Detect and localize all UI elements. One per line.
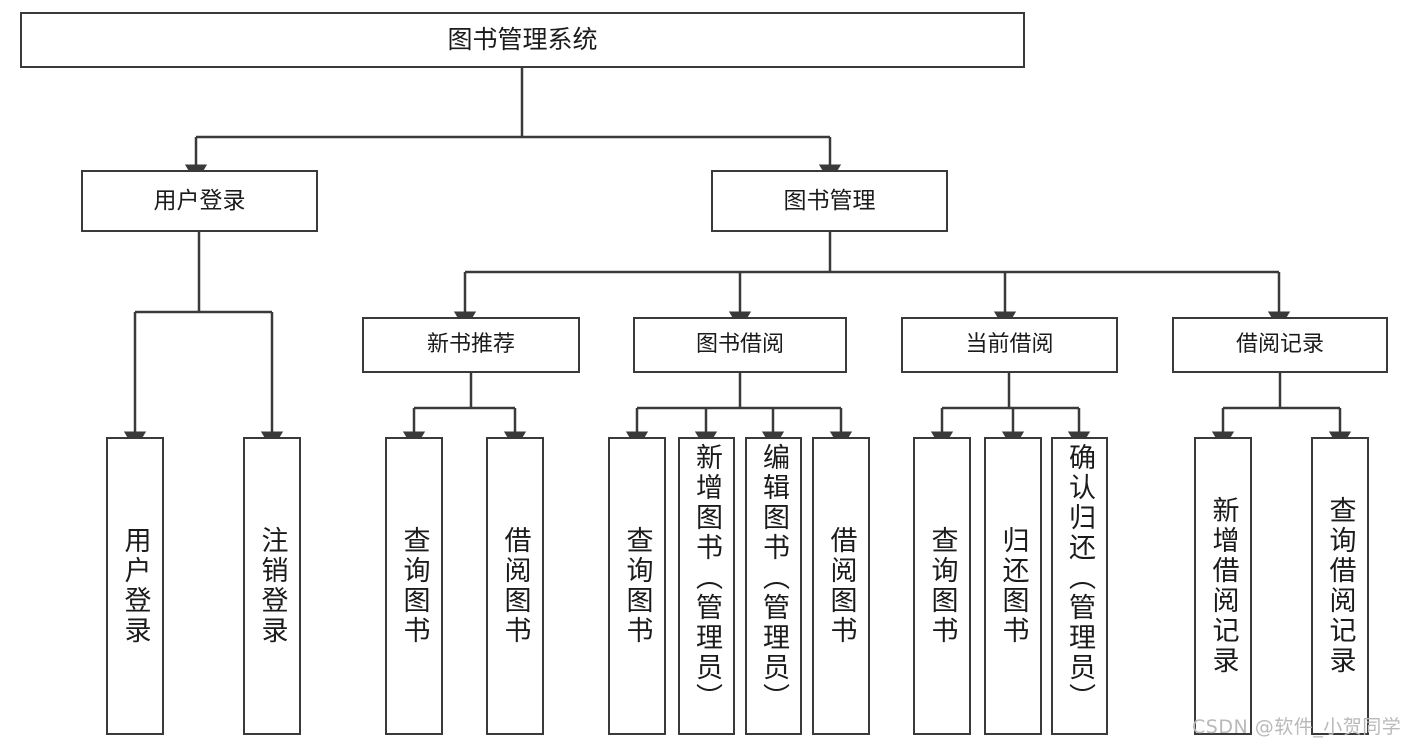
node-label: 图书借阅 bbox=[695, 332, 784, 358]
node-leaf-query-book-cur[interactable]: 查询图书 bbox=[913, 437, 971, 735]
node-label: 用户登录 bbox=[153, 187, 246, 214]
node-leaf-add-record[interactable]: 新增借阅记录 bbox=[1194, 437, 1252, 735]
node-label: 借阅记录 bbox=[1235, 332, 1324, 358]
node-leaf-confirm-return[interactable]: 确认归还（管理员） bbox=[1051, 437, 1108, 735]
node-leaf-query-book-borrow[interactable]: 查询图书 bbox=[608, 437, 666, 735]
node-label: 新增借阅记录 bbox=[1207, 496, 1239, 676]
node-label: 当前借阅 bbox=[965, 332, 1054, 358]
node-label: 新书推荐 bbox=[426, 332, 515, 358]
node-label: 用户登录 bbox=[119, 526, 151, 646]
node-label: 归还图书 bbox=[997, 526, 1029, 646]
node-label: 借阅图书 bbox=[499, 526, 531, 646]
node-user-login[interactable]: 用户登录 bbox=[81, 170, 318, 232]
node-label: 图书管理 bbox=[783, 187, 876, 214]
node-leaf-user-login[interactable]: 用户登录 bbox=[106, 437, 164, 735]
node-label: 确认归还（管理员） bbox=[1064, 443, 1095, 713]
node-label: 新增图书（管理员） bbox=[691, 443, 722, 713]
node-label: 查询图书 bbox=[926, 526, 958, 646]
watermark-text: CSDN @软件_小贺同学 bbox=[1192, 716, 1402, 738]
node-label: 图书管理系统 bbox=[447, 24, 598, 54]
node-root-system[interactable]: 图书管理系统 bbox=[20, 12, 1025, 68]
node-label: 注销登录 bbox=[256, 526, 288, 646]
node-label: 查询图书 bbox=[398, 526, 430, 646]
node-leaf-edit-book[interactable]: 编辑图书（管理员） bbox=[745, 437, 802, 735]
node-leaf-logout[interactable]: 注销登录 bbox=[243, 437, 301, 735]
node-current-borrow[interactable]: 当前借阅 bbox=[901, 317, 1118, 373]
node-leaf-borrow-book-rec[interactable]: 借阅图书 bbox=[486, 437, 544, 735]
node-leaf-query-book-rec[interactable]: 查询图书 bbox=[385, 437, 443, 735]
node-label: 查询借阅记录 bbox=[1324, 496, 1356, 676]
node-label: 查询图书 bbox=[621, 526, 653, 646]
node-borrow-record[interactable]: 借阅记录 bbox=[1172, 317, 1388, 373]
node-label: 借阅图书 bbox=[825, 526, 857, 646]
node-leaf-add-book[interactable]: 新增图书（管理员） bbox=[678, 437, 735, 735]
node-leaf-borrow-book[interactable]: 借阅图书 bbox=[812, 437, 870, 735]
node-leaf-query-record[interactable]: 查询借阅记录 bbox=[1311, 437, 1369, 735]
node-label: 编辑图书（管理员） bbox=[758, 443, 789, 713]
node-leaf-return-book[interactable]: 归还图书 bbox=[984, 437, 1042, 735]
node-book-borrow[interactable]: 图书借阅 bbox=[633, 317, 847, 373]
node-new-book-recommend[interactable]: 新书推荐 bbox=[362, 317, 580, 373]
node-book-manage[interactable]: 图书管理 bbox=[711, 170, 948, 232]
